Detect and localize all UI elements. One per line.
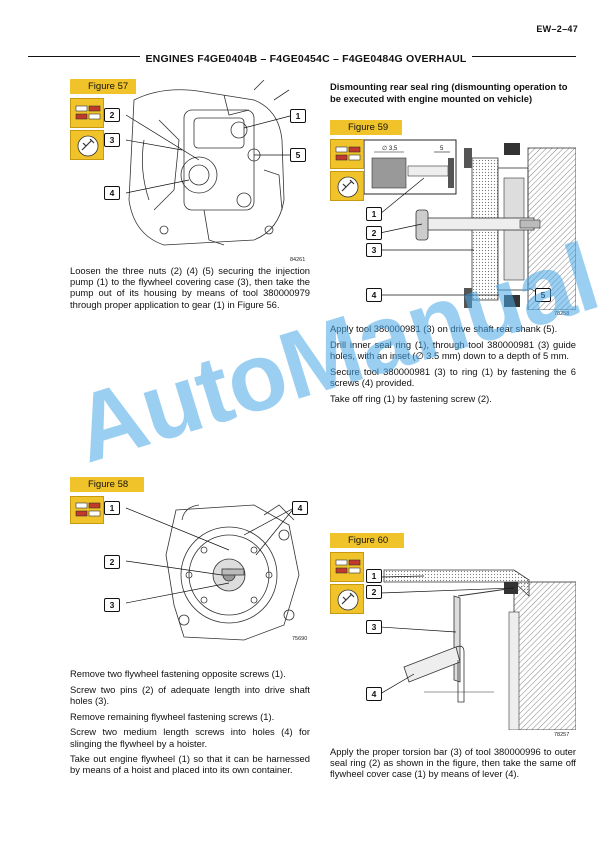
fig59-step-4: Take off ring (1) by fastening screw (2)… [330,392,492,404]
figure-60-caption-text: Apply the proper torsion bar (3) of tool… [330,746,576,780]
tool-icon [330,171,364,201]
figure-58-instructions: Remove two flywheel fastening opposite s… [70,668,310,780]
fig57-callout-3: 3 [104,133,120,147]
fig60-callout-3: 3 [366,620,382,634]
removal-icon [70,98,104,128]
fig58-callout-2: 2 [104,555,120,569]
fig59-callout-5: 5 [535,288,551,302]
page-title: ENGINES F4GE0404B – F4GE0454C – F4GE0484… [0,49,612,67]
fig59-dimension-diameter: ∅ 3,5 [382,145,398,152]
fig58-callout-4: 4 [292,501,308,515]
figure-57-illustration [104,80,312,258]
figure-59-code: 78258 [554,311,570,317]
fig58-callout-3: 3 [104,598,120,612]
figure-58-code: 75690 [292,636,308,642]
fig58-step-3: Remove remaining flywheel fastening scre… [70,710,275,722]
tool-icon [70,130,104,160]
fig59-callout-3: 3 [366,243,382,257]
page-title-text: ENGINES F4GE0404B – F4GE0454C – F4GE0484… [140,53,472,65]
figure-58-label: Figure 58 [70,477,144,492]
fig59-step-1: Apply tool 380000981 (3) on drive shaft … [330,323,558,334]
fig59-callout-4: 4 [366,288,382,302]
figure-57-caption: Loosen the three nuts (2) (4) (5) securi… [70,265,310,314]
removal-icon [330,552,364,582]
fig60-callout-1: 1 [366,569,382,583]
figure-59-label: Figure 59 [330,120,402,135]
removal-icon [330,139,364,169]
fig58-step-1: Remove two flywheel fastening opposite s… [70,668,286,679]
fig58-step-5: Take out engine flywheel (1) so that it … [70,753,310,776]
fig59-dimension-depth: 5 [440,146,444,152]
fig60-callout-2: 2 [366,585,382,599]
fig57-callout-1: 1 [290,109,306,123]
fig59-step-2: Drill inner seal ring (1), through tool … [330,338,576,361]
fig57-callout-5: 5 [290,148,306,162]
fig59-callout-2: 2 [366,226,382,240]
figure-59-illustration: ∅ 3,5 5 [364,138,576,310]
fig58-callout-1: 1 [104,501,120,515]
figure-60-illustration [364,552,576,730]
tool-icon [330,584,364,614]
figure-59-instructions: Apply tool 380000981 (3) on drive shaft … [330,323,576,408]
figure-60-label: Figure 60 [330,533,404,548]
figure-60-caption: Apply the proper torsion bar (3) of tool… [330,746,576,784]
figure-57-label: Figure 57 [70,79,136,94]
fig58-step-4: Screw two medium length screws into hole… [70,726,310,749]
section-heading-rear-seal: Dismounting rear seal ring (dismounting … [330,81,568,104]
figure-57-caption-text: Loosen the three nuts (2) (4) (5) securi… [70,265,310,310]
fig59-callout-1: 1 [366,207,382,221]
figure-60-code: 78257 [554,732,570,738]
fig57-callout-4: 4 [104,186,120,200]
fig59-step-3: Secure tool 380000981 (3) to ring (1) by… [330,365,576,388]
figure-58-illustration [104,495,314,645]
page-number: EW–2–47 [536,24,578,34]
fig57-callout-2: 2 [104,108,120,122]
fig60-callout-4: 4 [366,687,382,701]
removal-icon [70,496,104,524]
fig58-step-2: Screw two pins (2) of adequate length in… [70,683,310,706]
figure-57-code: 84261 [290,257,306,263]
